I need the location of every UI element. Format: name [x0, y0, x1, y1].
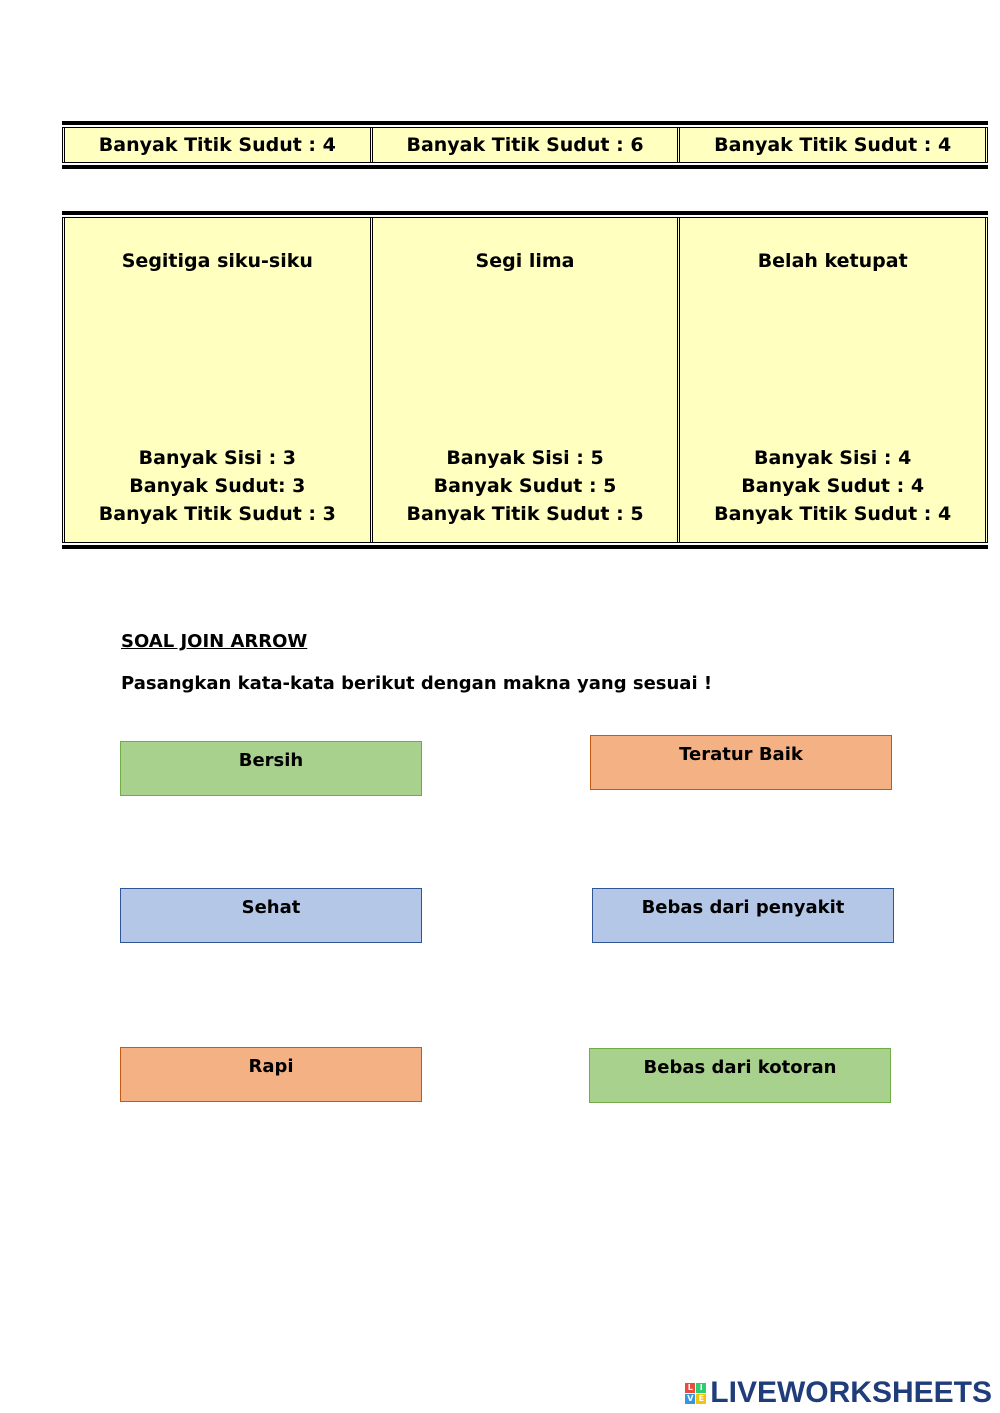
shape-properties: Banyak Sisi : 4 Banyak Sudut : 4 Banyak … — [680, 444, 985, 528]
shape-properties: Banyak Sisi : 5 Banyak Sudut : 5 Banyak … — [373, 444, 678, 528]
vertex-count-cell: Banyak Titik Sudut : 4 — [677, 128, 989, 162]
side-count: Banyak Sisi : 4 — [754, 447, 912, 469]
logo-icon-letter: V — [685, 1393, 696, 1404]
shape-properties: Banyak Sisi : 3 Banyak Sudut: 3 Banyak T… — [65, 444, 370, 528]
shapes-row: Segitiga siku-siku Banyak Sisi : 3 Banya… — [62, 217, 989, 543]
shape-cell: Belah ketupat Banyak Sisi : 4 Banyak Sud… — [677, 218, 989, 542]
match-left-item[interactable]: Sehat — [120, 888, 422, 943]
vertex-count: Banyak Titik Sudut : 4 — [714, 503, 952, 525]
shape-name: Belah ketupat — [757, 250, 908, 272]
vertex-count-cell: Banyak Titik Sudut : 6 — [369, 128, 678, 162]
shape-cell: Segitiga siku-siku Banyak Sisi : 3 Banya… — [62, 218, 370, 542]
match-right-item[interactable]: Teratur Baik — [590, 735, 892, 790]
shape-name: Segitiga siku-siku — [121, 250, 313, 272]
vertex-count-table: Banyak Titik Sudut : 4 Banyak Titik Sudu… — [62, 121, 989, 169]
logo-icon: L I V E — [685, 1382, 707, 1404]
match-left-item[interactable]: Bersih — [120, 741, 422, 796]
shapes-table: Segitiga siku-siku Banyak Sisi : 3 Banya… — [62, 211, 989, 549]
angle-count: Banyak Sudut : 4 — [741, 475, 925, 497]
vertex-count-row: Banyak Titik Sudut : 4 Banyak Titik Sudu… — [62, 127, 989, 163]
logo-text: LIVEWORKSHEETS — [710, 1376, 992, 1409]
liveworksheets-logo: L I V E LIVEWORKSHEETS — [685, 1376, 992, 1410]
section-title: SOAL JOIN ARROW — [121, 631, 308, 652]
angle-count: Banyak Sudut: 3 — [129, 475, 306, 497]
shape-name: Segi lima — [475, 250, 575, 272]
side-count: Banyak Sisi : 3 — [138, 447, 297, 469]
logo-icon-letter: I — [696, 1382, 707, 1393]
vertex-count: Banyak Titik Sudut : 5 — [406, 503, 644, 525]
angle-count: Banyak Sudut : 5 — [433, 475, 617, 497]
vertex-count-cell: Banyak Titik Sudut : 4 — [62, 128, 370, 162]
match-right-item[interactable]: Bebas dari kotoran — [589, 1048, 891, 1103]
shape-cell: Segi lima Banyak Sisi : 5 Banyak Sudut :… — [369, 218, 678, 542]
match-left-item[interactable]: Rapi — [120, 1047, 422, 1102]
side-count: Banyak Sisi : 5 — [446, 447, 604, 469]
match-right-item[interactable]: Bebas dari penyakit — [592, 888, 894, 943]
instruction-text: Pasangkan kata-kata berikut dengan makna… — [121, 673, 713, 694]
logo-icon-letter: E — [696, 1393, 707, 1404]
logo-icon-letter: L — [685, 1382, 696, 1393]
vertex-count: Banyak Titik Sudut : 3 — [98, 503, 336, 525]
